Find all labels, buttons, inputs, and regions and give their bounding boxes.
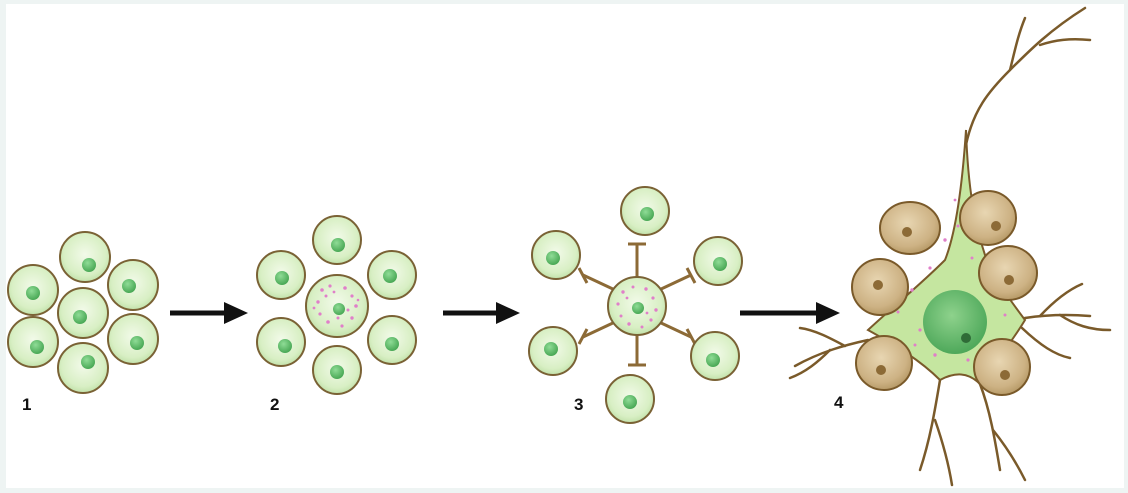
cell: [605, 374, 655, 424]
cell: [367, 250, 417, 300]
cell: [528, 326, 578, 376]
nucleus: [546, 251, 560, 265]
cell: [690, 331, 740, 381]
support-cell: [855, 335, 913, 391]
nucleus: [30, 340, 44, 354]
stage-3-lateral-inhibition: 3: [528, 186, 743, 424]
nucleus: [632, 302, 644, 314]
nucleus: [81, 355, 95, 369]
cell: [312, 345, 362, 395]
stage-label-4: 4: [834, 393, 844, 412]
cell: [107, 259, 159, 311]
inhibition-signals: [577, 242, 697, 367]
cell: [256, 250, 306, 300]
nucleus: [385, 337, 399, 351]
stage-2-cell-cluster: 2: [256, 215, 417, 414]
nucleus: [623, 395, 637, 409]
nucleus: [640, 207, 654, 221]
nucleus: [331, 238, 345, 252]
differentiating-cell: [607, 276, 667, 336]
neurites: [788, 6, 1112, 487]
cell: [57, 342, 109, 394]
cell: [57, 287, 109, 339]
nucleus: [713, 257, 727, 271]
stage-label-1: 1: [22, 395, 31, 414]
support-cell: [879, 201, 941, 255]
nucleus: [330, 365, 344, 379]
cell: [7, 316, 59, 368]
nucleus: [383, 269, 397, 283]
nucleus: [122, 279, 136, 293]
stage-1-cell-cluster: 1: [7, 231, 159, 414]
nucleus: [544, 342, 558, 356]
nucleus: [275, 271, 289, 285]
nucleus: [333, 303, 345, 315]
neuron-nucleus: [923, 290, 987, 354]
nucleus: [130, 336, 144, 350]
nucleolus: [961, 333, 971, 343]
nucleus: [73, 310, 87, 324]
cell: [256, 317, 306, 367]
stage-4-neuron: 4: [788, 6, 1112, 487]
support-cell: [851, 258, 909, 316]
cell: [620, 186, 670, 236]
arrow-right-icon: [170, 302, 248, 324]
cell: [312, 215, 362, 265]
granules: [896, 198, 1007, 362]
nucleus: [82, 258, 96, 272]
differentiating-cell: [305, 274, 369, 338]
cell: [693, 236, 743, 286]
granules: [616, 285, 658, 329]
nucleus: [706, 353, 720, 367]
stage-label-2: 2: [270, 395, 279, 414]
nucleus: [26, 286, 40, 300]
arrow-right-icon: [443, 302, 520, 324]
nucleus: [278, 339, 292, 353]
stage-label-3: 3: [574, 395, 583, 414]
support-cell: [959, 190, 1017, 246]
cell: [367, 315, 417, 365]
cell: [7, 264, 59, 316]
arrow-right-icon: [740, 302, 840, 324]
cell: [531, 230, 581, 280]
cell: [107, 313, 159, 365]
support-cell: [973, 338, 1031, 396]
cell: [59, 231, 111, 283]
granules: [312, 284, 360, 328]
support-cell: [978, 245, 1038, 301]
